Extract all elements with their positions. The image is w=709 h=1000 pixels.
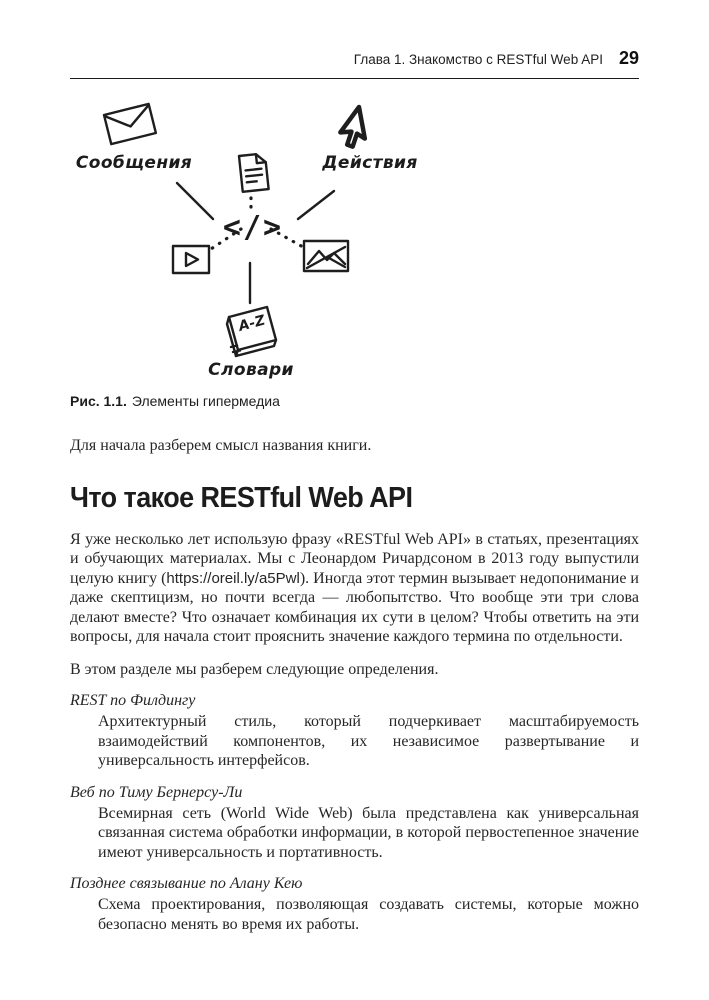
dotted-line-image	[269, 227, 305, 249]
line-messages	[175, 181, 215, 221]
document-icon	[237, 153, 270, 194]
figure-label-dictionaries: Словари	[208, 360, 294, 380]
dotted-line-video	[209, 227, 243, 251]
book-url: https://oreil.ly/a5Pwl	[166, 569, 300, 587]
page-number: 29	[618, 48, 639, 68]
intro-paragraph: Для начала разберем смысл названия книги…	[70, 437, 372, 454]
definition-body-web: Всемирная сеть (World Wide Web) была пре…	[98, 804, 639, 861]
paragraph-restful: Я уже несколько лет использую фразу «RES…	[70, 530, 639, 647]
book-cover-text: A-Z	[236, 312, 268, 335]
video-player-icon	[171, 244, 211, 275]
cursor-arrow-icon	[338, 104, 368, 149]
paragraph-restful-text-2: ). Иногда этот термин вызывает недопоним…	[70, 569, 639, 646]
image-icon	[302, 239, 350, 273]
figure-caption-text: Элементы гипермедиа	[131, 393, 280, 409]
code-symbol: </>	[223, 210, 283, 245]
section-title: Что такое RESTful Web API	[70, 481, 413, 514]
definition-term-rest: REST по Филдингу	[70, 692, 196, 709]
definition-body-rest: Архитектурный стиль, который подчеркивае…	[98, 713, 639, 769]
definition-term-late-binding: Позднее связывание по Алану Кею	[70, 875, 303, 892]
running-head-chapter: Глава 1. Знакомство с RESTful Web API	[353, 52, 603, 67]
figure-hypermedia: Сообщения Действия </>	[70, 95, 639, 409]
paragraph-definitions-intro: В этом разделе мы разберем следующие опр…	[70, 660, 439, 678]
figure-caption-number: Рис. 1.1.	[70, 393, 127, 409]
figure-label-actions: Действия	[321, 153, 417, 173]
definition-body-late-binding: Схема проектирования, позволяющая создав…	[98, 896, 639, 933]
paragraph-restful-text-1: Я уже несколько лет использую фразу «RES…	[70, 530, 639, 587]
envelope-icon	[102, 102, 158, 146]
definitions-list: REST по Филдингу Архитектурный стиль, ко…	[70, 692, 639, 934]
line-actions	[296, 189, 336, 221]
figure-label-messages: Сообщения	[76, 153, 192, 173]
definition-term-web: Веб по Тиму Бернерсу-Ли	[70, 783, 243, 801]
running-head: Глава 1. Знакомство с RESTful Web API 29	[70, 48, 639, 79]
hypermedia-diagram: Сообщения Действия </>	[76, 102, 417, 380]
dictionary-book-icon: A-Z	[225, 305, 278, 358]
figure-caption: Рис. 1.1.Элементы гипермедиа	[70, 393, 639, 409]
